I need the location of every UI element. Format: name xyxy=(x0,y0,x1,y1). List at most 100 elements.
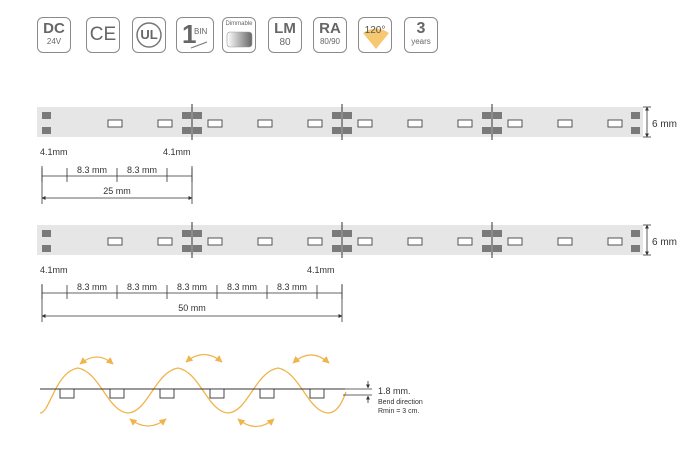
side-led xyxy=(59,388,75,399)
beam-angle-icon xyxy=(363,28,389,49)
warranty-badge: 3 years xyxy=(404,17,438,53)
ra-badge: RA 80/90 xyxy=(313,17,347,53)
side-led xyxy=(159,388,175,399)
led-chip xyxy=(607,237,623,246)
pitch-label: 8.3 mm xyxy=(127,165,157,175)
solder-pad xyxy=(332,112,341,119)
ul-badge: UL xyxy=(132,17,166,53)
lm-value: 80 xyxy=(279,37,291,48)
bend-arrow-up-1 xyxy=(79,356,114,365)
warranty-label: years xyxy=(411,37,431,46)
ul-circle-icon xyxy=(136,22,162,48)
total-length-label: 50 mm xyxy=(178,303,206,313)
solder-pad xyxy=(631,230,640,237)
beam-angle-badge: 120° xyxy=(358,17,392,53)
ul-label: UL xyxy=(140,27,158,42)
led-chip xyxy=(157,119,173,128)
pitch-label: 8.3 mm xyxy=(227,282,257,292)
solder-pad xyxy=(332,230,341,237)
bend-arrow-down-1 xyxy=(129,418,167,427)
width-label: 6 mm xyxy=(652,119,677,130)
solder-pad xyxy=(193,127,202,134)
pitch-label: 8.3 mm xyxy=(77,165,107,175)
side-led xyxy=(209,388,225,399)
led-chip xyxy=(457,119,473,128)
ce-badge: CE xyxy=(86,17,120,53)
solder-pad xyxy=(493,127,502,134)
solder-pads xyxy=(42,112,640,134)
dimmable-label: Dimmable xyxy=(225,21,253,27)
led-chip xyxy=(357,237,373,246)
led-strip-25mm: 6 mm 4.1mm 4.1mm 8.3 mm 8.3 mm 25 mm xyxy=(37,104,677,204)
led-chip xyxy=(357,119,373,128)
solder-pad xyxy=(193,230,202,237)
bend-diagram: 1.8 mm. Bend direction Rmin = 3 cm. xyxy=(39,353,423,428)
led-chip xyxy=(257,119,273,128)
led-chip xyxy=(207,119,223,128)
solder-pad xyxy=(343,245,352,252)
solder-pad xyxy=(193,112,202,119)
side-led xyxy=(109,388,125,399)
led-chip xyxy=(157,237,173,246)
bend-arrow-up-2 xyxy=(185,353,223,363)
bend-arrow-up-3 xyxy=(292,354,330,364)
bin-label: BIN xyxy=(194,27,208,36)
solder-pads xyxy=(42,230,640,252)
solder-pad xyxy=(193,245,202,252)
led-chip xyxy=(107,237,123,246)
thickness-label: 1.8 mm. xyxy=(378,386,411,396)
led-chip xyxy=(107,119,123,128)
bend-direction-label: Bend direction xyxy=(378,399,423,406)
bend-wave-curve xyxy=(39,367,347,414)
bin-tilt-icon xyxy=(190,41,208,49)
led-chip xyxy=(407,237,423,246)
pitch-label: 8.3 mm xyxy=(277,282,307,292)
led-chip xyxy=(307,237,323,246)
led-chip xyxy=(307,119,323,128)
right-offset-label: 4.1mm xyxy=(163,147,191,157)
solder-pad xyxy=(332,245,341,252)
led-chip xyxy=(457,237,473,246)
voltage-label: 24V xyxy=(46,37,62,46)
bin-badge: 1 BIN xyxy=(176,17,214,53)
solder-pad xyxy=(482,127,491,134)
ce-label: CE xyxy=(89,24,117,45)
led-chip xyxy=(557,237,573,246)
side-led xyxy=(259,388,275,399)
ra-value: 80/90 xyxy=(319,37,341,46)
bend-radius-label: Rmin = 3 cm. xyxy=(378,408,419,415)
beam-angle-label: 120° xyxy=(364,25,386,36)
solder-pad xyxy=(631,112,640,119)
solder-pad xyxy=(343,127,352,134)
dimmer-gradient-icon xyxy=(226,31,253,48)
led-chip xyxy=(557,119,573,128)
left-offset-label: 4.1mm xyxy=(40,147,68,157)
side-led xyxy=(309,388,325,399)
solder-pad xyxy=(493,245,502,252)
led-chip xyxy=(257,237,273,246)
led-chip xyxy=(207,237,223,246)
solder-pad xyxy=(42,127,51,134)
solder-pad xyxy=(493,112,502,119)
led-chip xyxy=(507,119,523,128)
solder-pad xyxy=(482,230,491,237)
solder-pad xyxy=(42,112,51,119)
cut-lines xyxy=(191,222,493,258)
solder-pad xyxy=(182,245,191,252)
dc-badge: DC 24V xyxy=(37,17,71,53)
solder-pad xyxy=(343,112,352,119)
pitch-label: 8.3 mm xyxy=(177,282,207,292)
led-chip xyxy=(607,119,623,128)
dc-label: DC xyxy=(43,20,65,37)
solder-pad xyxy=(482,112,491,119)
bin-number: 1 xyxy=(182,19,197,49)
ra-label: RA xyxy=(319,20,341,37)
solder-pad xyxy=(343,230,352,237)
solder-pad xyxy=(631,245,640,252)
solder-pad xyxy=(332,127,341,134)
total-length-label: 25 mm xyxy=(103,186,131,196)
solder-pad xyxy=(182,127,191,134)
lm-badge: LM 80 xyxy=(268,17,302,53)
